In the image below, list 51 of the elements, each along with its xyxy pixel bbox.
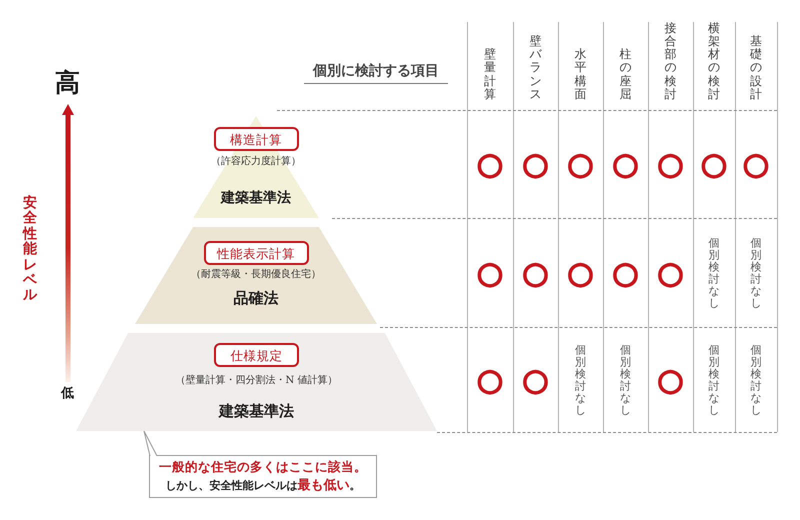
method-box <box>214 343 299 367</box>
method-label: 構造計算 <box>230 132 282 146</box>
tier-subtitle: （許容応力度計算） <box>211 156 301 168</box>
callout-pointer <box>144 430 158 456</box>
column-header: 基礎の設計 <box>750 35 762 101</box>
circle-mark: ○ <box>476 366 504 396</box>
table-note: 個別検討なし <box>708 344 720 417</box>
circle-mark: ○ <box>612 258 639 288</box>
pyramid-tier <box>76 333 437 431</box>
method-box <box>204 241 308 265</box>
table-note: 個別検討なし <box>750 237 762 310</box>
table-note: 個別検討なし <box>620 344 631 417</box>
method-box <box>214 127 298 151</box>
tier-subtitle: （耐震等級・長期優良住宅） <box>191 269 321 281</box>
method-label: 仕様規定 <box>230 348 282 362</box>
table-note: 個別検討なし <box>708 237 720 310</box>
tier-subtitle: （壁量計算・四分割法・N 値計算） <box>176 375 338 387</box>
method-label: 性能表示計算 <box>217 246 295 260</box>
column-header: 柱の座屈 <box>620 48 632 101</box>
pyramid-tier <box>135 227 377 324</box>
law-name: 建築基準法 <box>221 190 291 207</box>
axis-title: 安全性能レベル <box>23 196 37 304</box>
table-note: 個別検討なし <box>750 344 762 417</box>
callout-text: しかし、安全性能レベルは最も低い。 <box>166 478 360 494</box>
column-header: 接合部の検討 <box>664 22 676 101</box>
circle-mark: ○ <box>567 258 594 288</box>
table-note: 個別検討なし <box>575 344 586 417</box>
circle-mark: ○ <box>700 150 728 180</box>
circle-mark: ○ <box>657 258 684 288</box>
circle-mark: ○ <box>476 150 504 180</box>
pyramid-tier <box>193 116 319 218</box>
circle-mark: ○ <box>567 150 594 180</box>
circle-mark: ○ <box>522 258 549 288</box>
callout-text: 一般的な住宅の多くはここに該当。 <box>159 459 367 475</box>
column-header: 水平構面 <box>574 48 586 101</box>
circle-mark: ○ <box>657 366 684 396</box>
circle-mark: ○ <box>522 366 549 396</box>
circle-mark: ○ <box>742 150 770 180</box>
column-header: 壁バランス <box>530 35 542 101</box>
speech-bubble <box>149 455 377 498</box>
law-name: 建築基準法 <box>219 402 294 420</box>
circle-mark: ○ <box>612 150 639 180</box>
circle-mark: ○ <box>476 258 504 288</box>
column-header: 横架材の検討 <box>708 22 720 101</box>
law-name: 品確法 <box>234 289 278 307</box>
table-title: 個別に検討する項目 <box>304 62 448 84</box>
column-header: 壁量計算 <box>484 48 496 101</box>
circle-mark: ○ <box>657 150 684 180</box>
circle-mark: ○ <box>522 150 549 180</box>
level-high-label: 高 <box>55 68 80 98</box>
level-low-label: 低 <box>61 386 74 402</box>
